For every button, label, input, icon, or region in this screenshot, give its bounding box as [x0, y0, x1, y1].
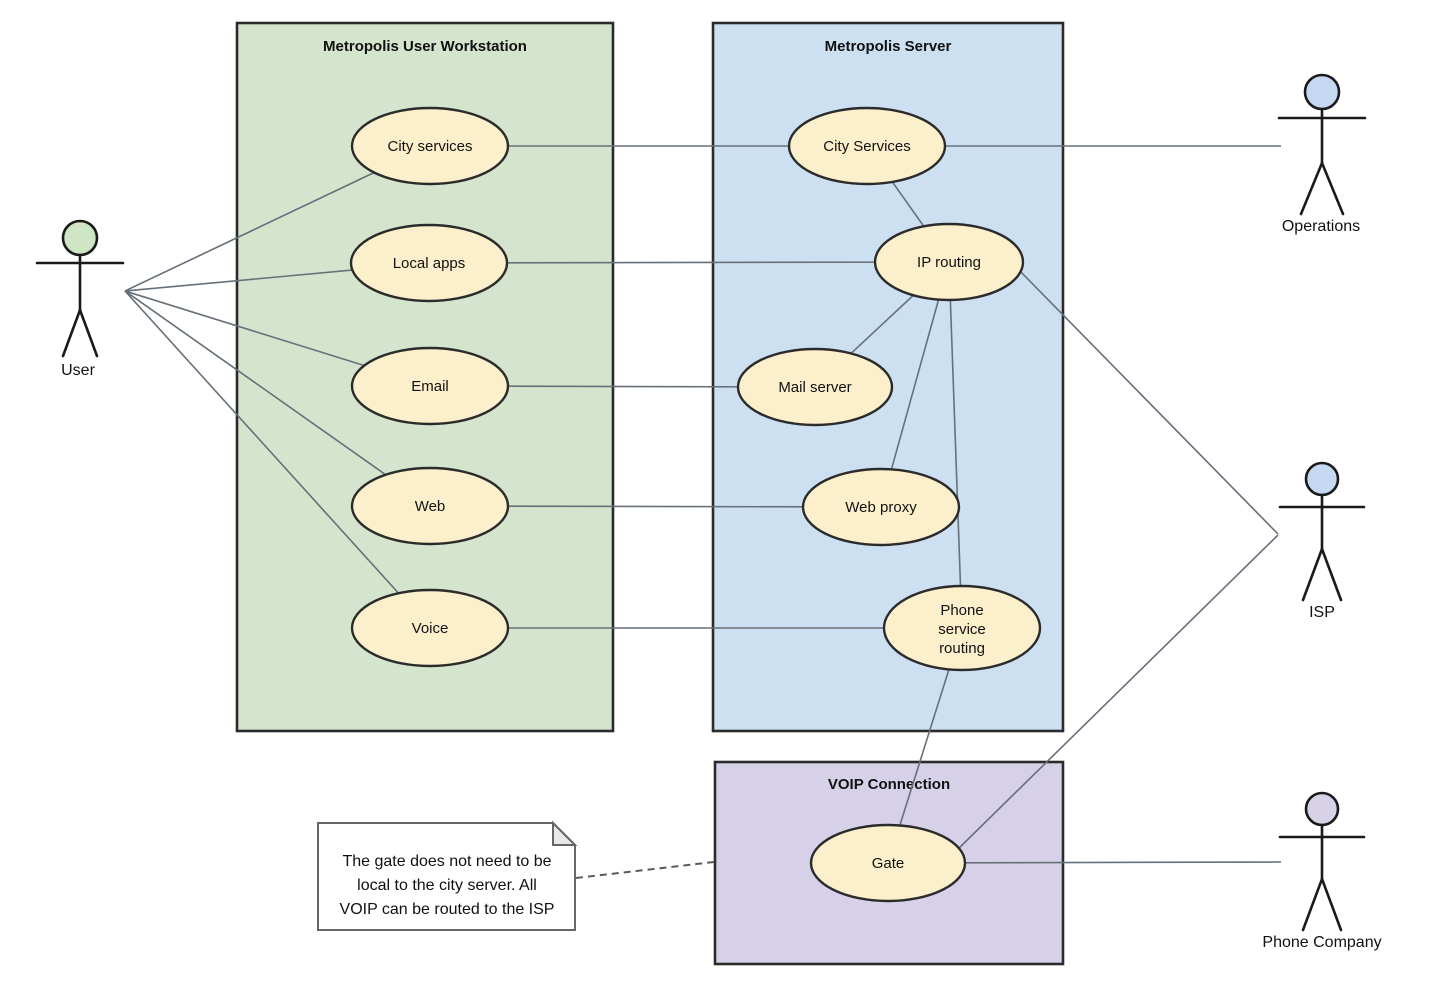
operations-actor-right-leg	[1320, 161, 1345, 216]
edge-user-web	[124, 290, 431, 507]
phone-company-actor-head-icon	[1304, 791, 1340, 827]
usecase-email-shape	[350, 346, 510, 426]
actor-isp: ISP	[1278, 461, 1366, 621]
actor-operations-label: Operations	[1282, 218, 1360, 235]
usecase-phone-service-routing-label-2: service	[938, 621, 986, 638]
usecase-web-proxy-shape	[801, 467, 961, 547]
usecase-voice-shape	[350, 588, 510, 668]
actor-user: User	[35, 219, 125, 379]
usecase-mail-server: Mail server	[736, 347, 894, 427]
usecase-gate-label: Gate	[872, 855, 905, 872]
edge-user-voice	[124, 290, 431, 629]
usecase-web-label: Web	[415, 498, 446, 515]
note-line-3: VOIP can be routed to the ISP	[340, 901, 555, 918]
edge-note-voip-dashed	[575, 861, 715, 879]
user-actor-right-leg	[78, 308, 99, 358]
usecase-gate: Gate	[809, 823, 967, 903]
edge-iprouting-webproxy	[880, 261, 950, 508]
phone-company-actor-left-leg	[1301, 877, 1324, 932]
usecase-city-services-ws-label: City services	[387, 138, 472, 155]
actor-isp-label: ISP	[1309, 604, 1335, 621]
usecase-phone-service-routing-label-3: routing	[939, 640, 985, 657]
actor-operations: Operations	[1277, 73, 1367, 235]
usecase-ip-routing-label: IP routing	[917, 254, 981, 271]
usecase-web-proxy: Web proxy	[801, 467, 961, 547]
package-voip-title: VOIP Connection	[828, 776, 950, 793]
usecase-email-label: Email	[411, 378, 449, 395]
usecase-local-apps-shape	[349, 223, 509, 303]
usecase-web-shape	[350, 466, 510, 546]
isp-actor-right-leg	[1320, 547, 1343, 602]
edge-iprouting-isp	[1014, 265, 1279, 535]
usecase-ip-routing: IP routing	[873, 222, 1025, 302]
edge-gate-isp	[954, 534, 1279, 853]
actor-phone-company: Phone Company	[1262, 791, 1382, 951]
usecase-phone-service-routing: Phone service routing	[882, 584, 1042, 672]
note-fold-corner	[552, 820, 578, 846]
usecase-local-apps: Local apps	[349, 223, 509, 303]
usecase-web-proxy-label: Web proxy	[845, 499, 917, 516]
usecase-city-services-srv: City Services	[787, 106, 947, 186]
user-actor-head-icon	[61, 219, 99, 257]
usecase-web: Web	[350, 466, 510, 546]
usecase-voice-label: Voice	[412, 620, 449, 637]
edge-iprouting-phoneservicerouting	[948, 261, 963, 629]
usecase-city-services-ws-shape	[350, 106, 510, 186]
package-server-title: Metropolis Server	[825, 38, 952, 55]
actor-phone-company-label: Phone Company	[1262, 934, 1381, 951]
usecase-phone-service-routing-shape	[882, 584, 1042, 672]
actor-user-label: User	[61, 362, 95, 379]
user-actor-left-leg	[61, 308, 82, 358]
note-line-2: local to the city server. All	[357, 877, 537, 894]
edge-localapps-iprouting	[428, 261, 950, 264]
phone-company-actor-right-leg	[1320, 877, 1343, 932]
isp-actor-head-icon	[1304, 461, 1340, 497]
usecase-ip-routing-shape	[873, 222, 1025, 302]
usecase-local-apps-label: Local apps	[393, 255, 466, 272]
isp-actor-left-leg	[1301, 547, 1324, 602]
usecase-mail-server-shape	[736, 347, 894, 427]
usecase-city-services-srv-label: City Services	[823, 138, 911, 155]
usecase-email: Email	[350, 346, 510, 426]
package-workstation-title: Metropolis User Workstation	[323, 38, 527, 55]
usecase-phone-service-routing-label-1: Phone	[940, 602, 983, 619]
usecase-voice: Voice	[350, 588, 510, 668]
usecase-mail-server-label: Mail server	[778, 379, 851, 396]
operations-actor-head-icon	[1303, 73, 1341, 111]
note-line-1: The gate does not need to be	[342, 853, 551, 870]
usecase-city-services-ws: City services	[350, 106, 510, 186]
note-shape	[317, 822, 576, 931]
usecase-city-services-srv-shape	[787, 106, 947, 186]
note: The gate does not need to be local to th…	[317, 820, 578, 931]
operations-actor-left-leg	[1299, 161, 1324, 216]
usecase-gate-shape	[809, 823, 967, 903]
